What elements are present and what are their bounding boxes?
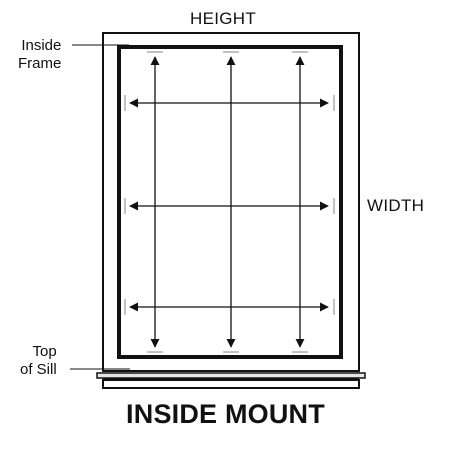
window-sill xyxy=(96,372,366,379)
sill-bottom xyxy=(102,379,360,389)
inside-frame-label-line2: Frame xyxy=(18,55,62,72)
inside-frame-label: Inside Frame xyxy=(18,37,61,73)
height-label: HEIGHT xyxy=(190,9,257,28)
outer-window-frame xyxy=(102,32,360,372)
measurement-ticks xyxy=(124,51,335,353)
inside-frame-label-line1: Inside xyxy=(21,37,62,54)
inside-frame xyxy=(117,45,343,359)
top-of-sill-label-line2: of Sill xyxy=(20,361,57,378)
top-of-sill-label-line1: Top xyxy=(32,343,57,360)
width-label: WIDTH xyxy=(367,196,425,215)
diagram-title: INSIDE MOUNT xyxy=(126,399,325,429)
top-of-sill-label: Top of Sill xyxy=(20,343,57,379)
